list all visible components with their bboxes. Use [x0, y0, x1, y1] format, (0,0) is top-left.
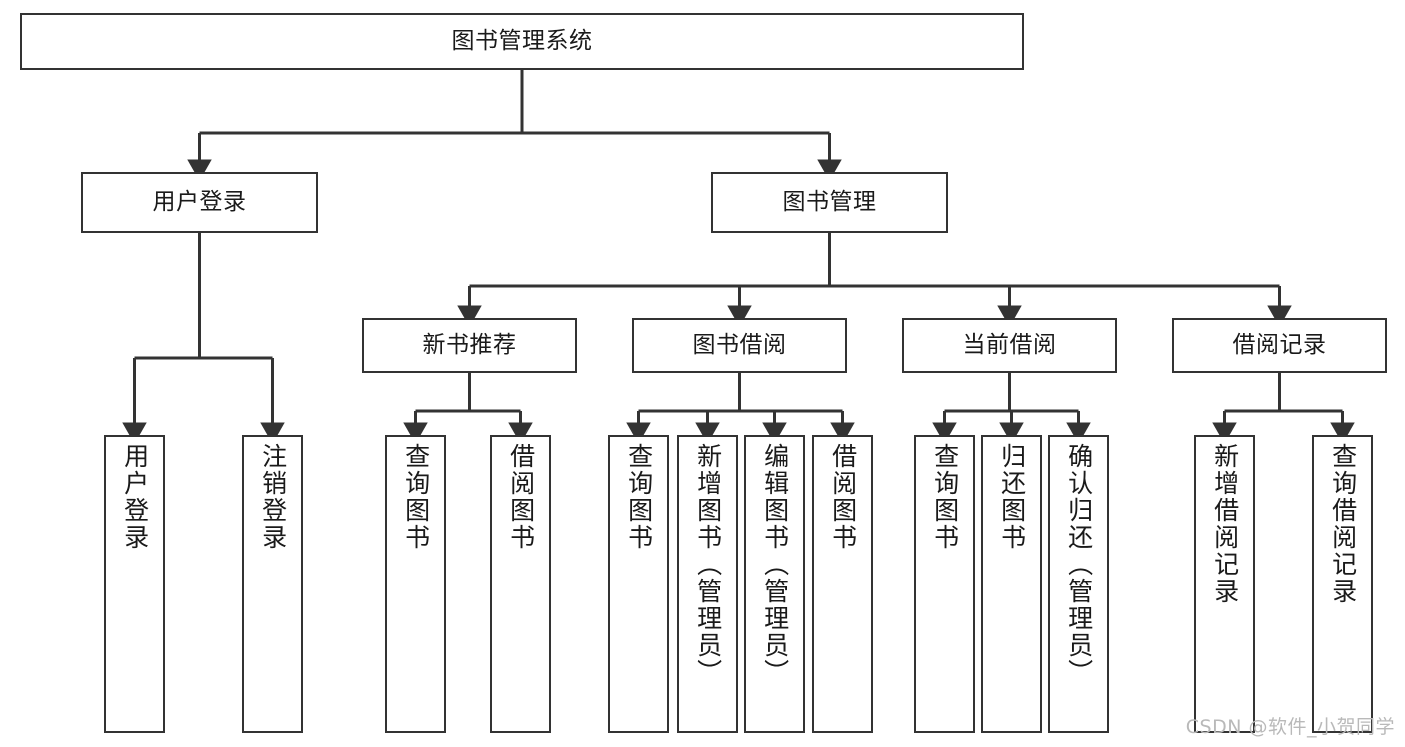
- node-leaf-user-login[interactable]: 用户登录: [104, 435, 165, 733]
- node-leaf-query-book-1[interactable]: 查询图书: [385, 435, 446, 733]
- node-leaf-logout[interactable]: 注销登录: [242, 435, 303, 733]
- watermark-text: CSDN @软件_小贺同学: [1185, 716, 1395, 738]
- node-label: 编辑图书（管理员）: [760, 443, 790, 686]
- node-label: 注销登录: [258, 443, 288, 551]
- node-label: 图书管理系统: [451, 28, 593, 55]
- node-user-login[interactable]: 用户登录: [81, 172, 318, 233]
- node-label: 图书管理: [782, 189, 877, 216]
- node-leaf-borrow-book-1[interactable]: 借阅图书: [490, 435, 551, 733]
- node-label: 借阅图书: [828, 443, 858, 551]
- node-leaf-edit-book[interactable]: 编辑图书（管理员）: [744, 435, 805, 733]
- node-label: 查询图书: [930, 443, 960, 551]
- node-label: 借阅图书: [506, 443, 536, 551]
- node-leaf-confirm-return[interactable]: 确认归还（管理员）: [1048, 435, 1109, 733]
- node-leaf-add-record[interactable]: 新增借阅记录: [1194, 435, 1255, 733]
- node-label: 用户登录: [120, 443, 150, 551]
- node-label: 图书借阅: [692, 332, 787, 359]
- node-label: 查询图书: [624, 443, 654, 551]
- node-new-book-recommend[interactable]: 新书推荐: [362, 318, 577, 373]
- node-label: 当前借阅: [962, 332, 1057, 359]
- node-label: 借阅记录: [1232, 332, 1327, 359]
- node-label: 新书推荐: [422, 332, 517, 359]
- node-label: 新增借阅记录: [1210, 443, 1240, 605]
- node-leaf-borrow-book-2[interactable]: 借阅图书: [812, 435, 873, 733]
- node-leaf-add-book[interactable]: 新增图书（管理员）: [677, 435, 738, 733]
- node-label: 新增图书（管理员）: [693, 443, 723, 686]
- node-leaf-return-book[interactable]: 归还图书: [981, 435, 1042, 733]
- node-label: 查询借阅记录: [1328, 443, 1358, 605]
- node-leaf-query-record[interactable]: 查询借阅记录: [1312, 435, 1373, 733]
- node-leaf-query-book-2[interactable]: 查询图书: [608, 435, 669, 733]
- node-label: 查询图书: [401, 443, 431, 551]
- node-label: 用户登录: [152, 189, 247, 216]
- node-book-borrow[interactable]: 图书借阅: [632, 318, 847, 373]
- node-book-manage[interactable]: 图书管理: [711, 172, 948, 233]
- node-current-borrow[interactable]: 当前借阅: [902, 318, 1117, 373]
- node-label: 归还图书: [997, 443, 1027, 551]
- node-leaf-query-book-3[interactable]: 查询图书: [914, 435, 975, 733]
- node-label: 确认归还（管理员）: [1064, 443, 1094, 686]
- node-root[interactable]: 图书管理系统: [20, 13, 1024, 70]
- node-borrow-record[interactable]: 借阅记录: [1172, 318, 1387, 373]
